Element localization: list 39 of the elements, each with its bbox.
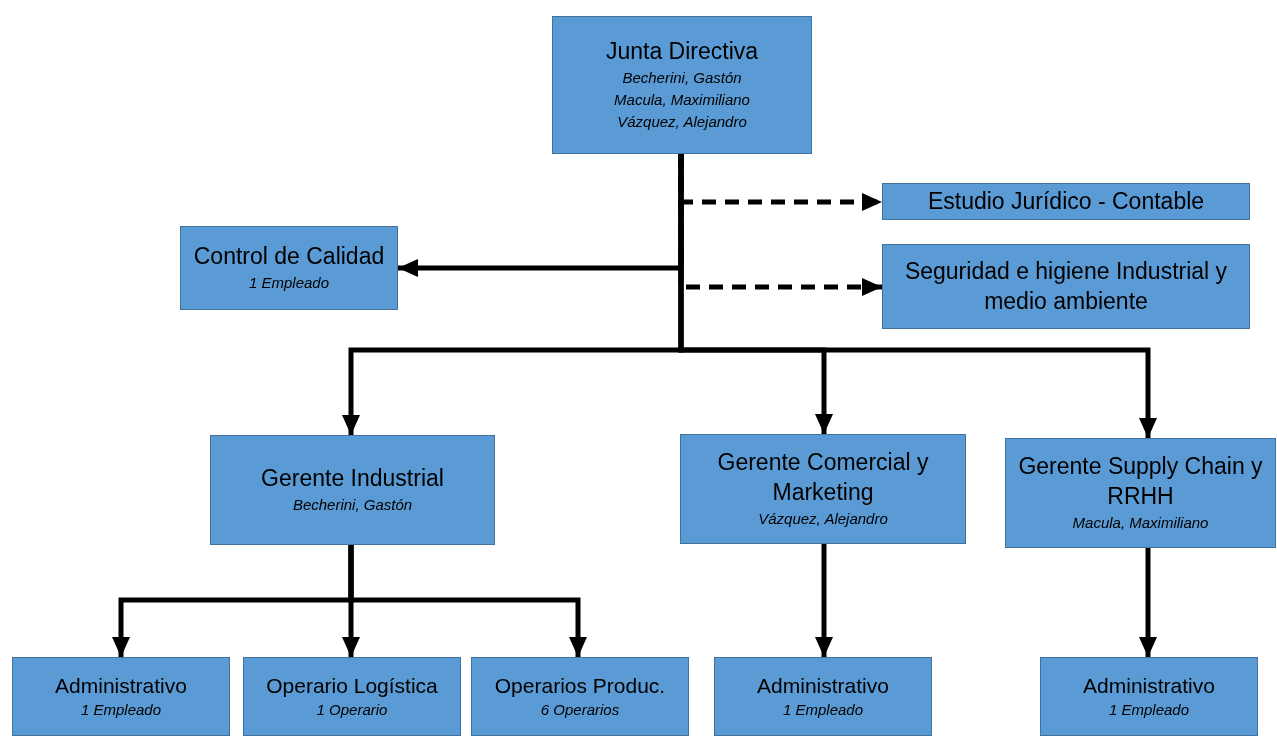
org-box — [210, 435, 495, 545]
org-box — [552, 16, 812, 154]
box-subtitle: Becherini, Gastón — [292, 495, 413, 516]
org-box — [12, 657, 230, 736]
box-subtitle: 1 Empleado — [80, 700, 162, 721]
org-box — [180, 226, 398, 310]
box-subtitle: Vázquez, Alejandro — [758, 509, 888, 529]
box-title: Operario Logística — [266, 672, 438, 699]
box-title: Estudio Jurídico - Contable — [927, 186, 1205, 216]
box-title: Gerente Supply Chain y RRHH — [1017, 452, 1264, 512]
box-subtitle: 1 Operario — [316, 700, 388, 721]
box-subtitle: Macula, Maximiliano — [1072, 513, 1209, 533]
org-box — [1040, 657, 1258, 736]
box-title: Junta Directiva — [605, 37, 759, 67]
box-subtitle: Vázquez, Alejandro — [617, 111, 747, 132]
box-title: Administrativo — [55, 672, 187, 699]
org-box — [1005, 438, 1276, 548]
box-title: Gerente Comercial y Marketing — [716, 448, 930, 508]
arrow — [1139, 548, 1157, 657]
org-box — [714, 657, 932, 736]
arrow — [348, 545, 587, 657]
box-title: Operarios Produc. — [494, 672, 666, 699]
box-title: Administrativo — [1083, 672, 1215, 699]
box-title: Control de Calidad — [193, 242, 385, 272]
org-box — [882, 244, 1250, 329]
box-subtitle: Macula, Maximiliano — [614, 90, 750, 111]
box-title: Administrativo — [757, 672, 889, 699]
box-title: Gerente Industrial — [261, 464, 444, 494]
org-box — [680, 434, 966, 544]
box-subtitle: 6 Operarios — [540, 700, 620, 721]
box-subtitle: 1 Empleado — [248, 273, 330, 294]
org-box — [471, 657, 689, 736]
arrow — [815, 544, 833, 657]
box-subtitle: 1 Empleado — [782, 700, 864, 721]
org-box — [882, 183, 1250, 220]
box-subtitle: Becherini, Gastón — [622, 68, 742, 89]
box-title: Seguridad e higiene Industrial y medio ambiente — [903, 256, 1229, 316]
box-subtitle: 1 Empleado — [1108, 700, 1190, 721]
org-box — [243, 657, 461, 736]
